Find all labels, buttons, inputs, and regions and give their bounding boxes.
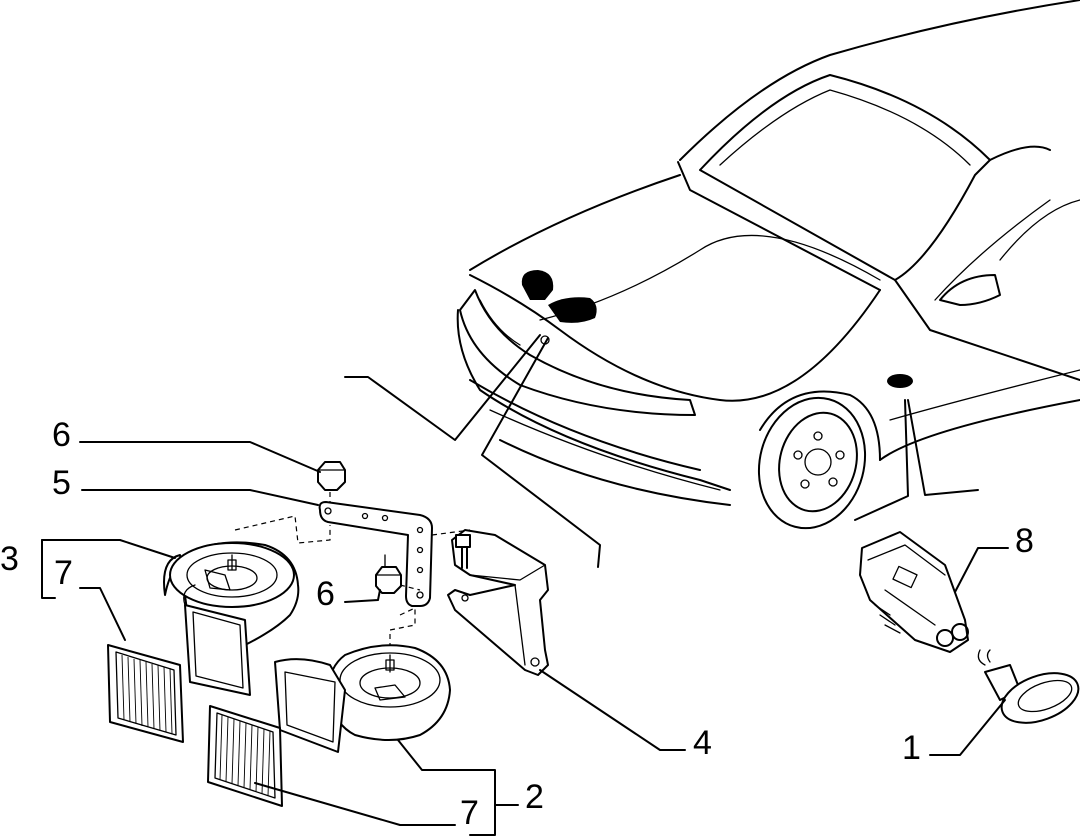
leader-1 <box>929 699 1006 756</box>
callout-6-top: 6 <box>52 416 71 454</box>
callout-7-left: 7 <box>54 554 73 592</box>
callout-labels: 6 5 3 7 6 4 2 7 8 1 <box>0 416 1034 832</box>
part-5-bracket <box>318 501 433 607</box>
leader-8 <box>954 547 1009 593</box>
leader-6-top <box>79 441 321 473</box>
callout-4: 4 <box>693 724 712 762</box>
bracket-3-7 <box>41 539 56 599</box>
part-6-nut-middle <box>375 554 402 594</box>
leader-6-mid <box>344 589 381 603</box>
car-illustration <box>456 0 1080 530</box>
part-3-horn-upper <box>163 541 300 696</box>
part-2-horn-lower <box>274 644 451 753</box>
leader-5 <box>81 489 319 506</box>
leader-7-left <box>79 587 126 641</box>
callout-2: 2 <box>525 778 544 816</box>
callout-5: 5 <box>52 464 71 502</box>
pointer-lines <box>344 334 979 568</box>
bracket-2 <box>397 739 496 836</box>
callout-1: 1 <box>902 729 921 767</box>
part-6-nut-top <box>317 461 346 491</box>
callout-8: 8 <box>1015 522 1034 560</box>
leader-7-bottom <box>254 782 456 826</box>
part-7-grille-bottom <box>207 705 283 807</box>
part-1-side-repeater <box>977 649 1080 724</box>
part-7-grille-left <box>107 644 184 743</box>
part-8-connector <box>859 531 969 653</box>
callout-3: 3 <box>0 540 19 578</box>
callout-7-bottom: 7 <box>460 794 479 832</box>
leader-4 <box>539 669 686 751</box>
callout-6-mid: 6 <box>316 575 335 613</box>
leader-3 <box>41 539 176 559</box>
part-4-mount-bracket <box>447 529 549 676</box>
